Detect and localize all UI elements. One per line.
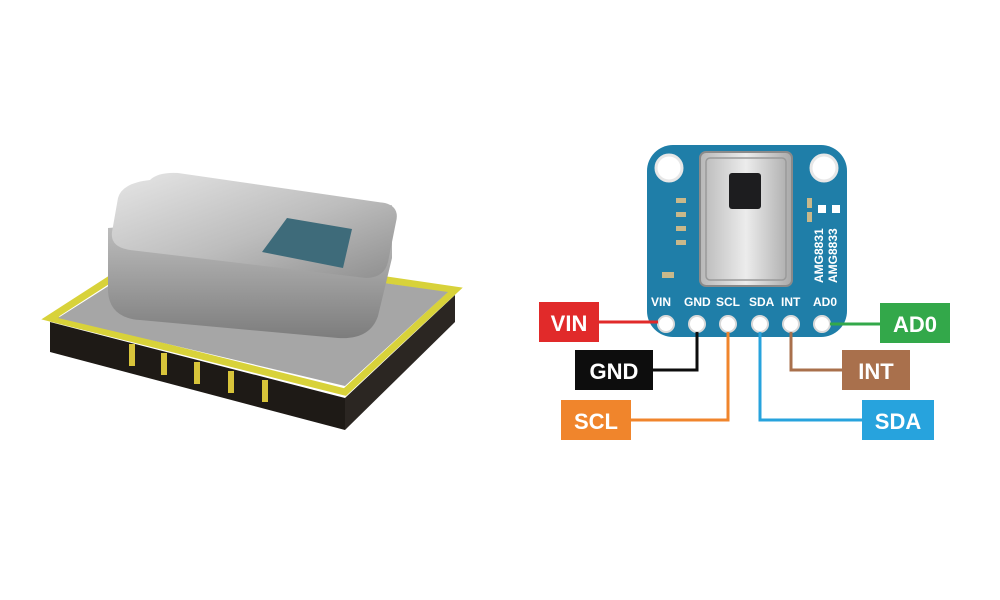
header-label-scl: SCL <box>716 295 740 309</box>
callout-label-vin: VIN <box>551 311 588 336</box>
part-number-1: AMG8831 <box>812 228 826 283</box>
callout-label-gnd: GND <box>590 359 639 384</box>
pad-ad0 <box>813 315 831 333</box>
header-label-ad0: AD0 <box>813 295 837 309</box>
pad-vin <box>657 315 675 333</box>
callout-label-sda: SDA <box>875 409 922 434</box>
sensor-window <box>262 218 352 268</box>
callout-sda: SDA <box>862 400 934 440</box>
callout-gnd: GND <box>575 350 653 390</box>
pad-scl <box>719 315 737 333</box>
wire-int <box>789 332 842 372</box>
part-number-silkscreen: AMG8831 AMG8833 <box>812 228 840 283</box>
mounting-hole-left <box>654 153 684 183</box>
header-label-int: INT <box>781 295 801 309</box>
header-pads <box>657 315 831 333</box>
sensor-can <box>699 151 793 287</box>
callout-label-scl: SCL <box>574 409 618 434</box>
smd-components <box>662 198 812 278</box>
callout-label-int: INT <box>858 359 894 384</box>
sensor-package-3d <box>41 172 463 430</box>
sensor-lens <box>729 173 761 209</box>
wire-gnd <box>652 332 699 372</box>
breakout-board: AMG8831 AMG8833 VIN GND SCL SDA INT AD0 <box>647 145 847 337</box>
callout-label-ad0: AD0 <box>893 312 937 337</box>
package-base-front <box>345 295 455 430</box>
header-pin-labels: VIN GND SCL SDA INT AD0 <box>651 295 837 309</box>
package-pins <box>129 344 268 402</box>
header-label-sda: SDA <box>749 295 775 309</box>
header-label-gnd: GND <box>684 295 711 309</box>
pad-sda <box>751 315 769 333</box>
mounting-hole-right <box>809 153 839 183</box>
pad-gnd <box>688 315 706 333</box>
wire-sda <box>758 332 862 422</box>
callout-vin: VIN <box>539 302 599 342</box>
pad-int <box>782 315 800 333</box>
callout-ad0: AD0 <box>880 303 950 343</box>
pin-wires <box>598 320 880 422</box>
wire-scl <box>630 332 730 422</box>
header-label-vin: VIN <box>651 295 671 309</box>
part-number-2: AMG8833 <box>826 228 840 283</box>
callout-int: INT <box>842 350 910 390</box>
callout-scl: SCL <box>561 400 631 440</box>
